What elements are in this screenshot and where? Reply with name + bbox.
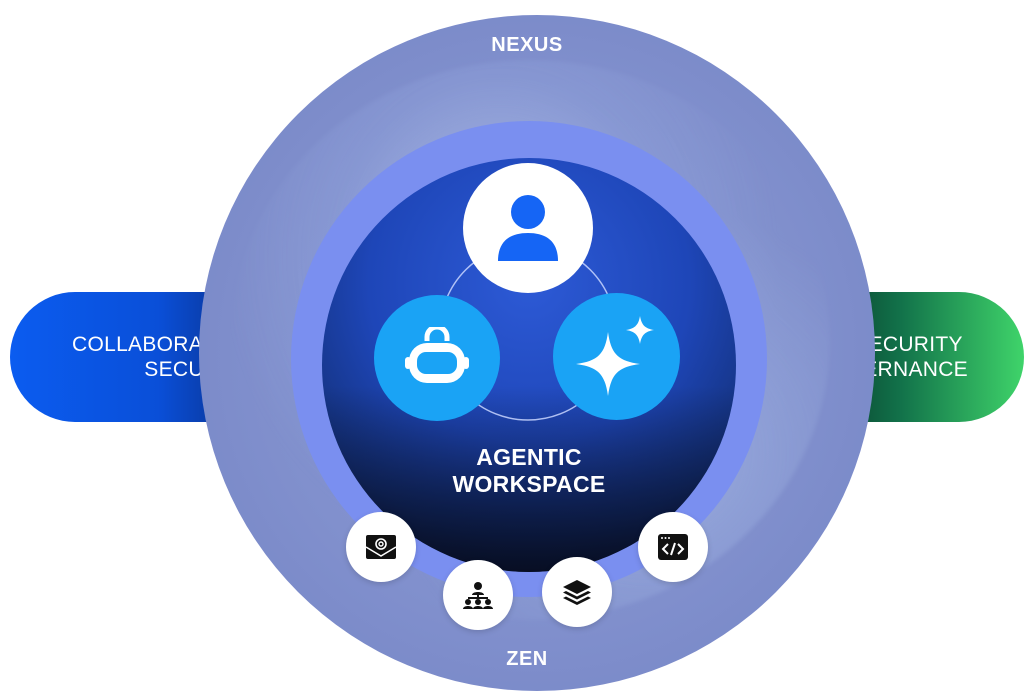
user-icon	[498, 195, 558, 261]
ai-node	[553, 293, 680, 420]
email-node	[346, 512, 416, 582]
layers-node	[542, 557, 612, 627]
code-icon	[658, 534, 688, 560]
org-chart-icon	[463, 582, 493, 609]
robot-icon	[405, 327, 469, 383]
agent-node	[374, 295, 500, 421]
zen-label: ZEN	[506, 648, 548, 670]
layers-icon	[563, 580, 591, 605]
sparkle-icon	[575, 315, 654, 396]
nexus-label: NEXUS	[491, 34, 563, 56]
agentic-workspace-label: AGENTIC WORKSPACE	[429, 444, 629, 498]
center-label-line1: AGENTIC	[476, 444, 582, 470]
code-node	[638, 512, 708, 582]
center-label-line2: WORKSPACE	[452, 471, 606, 497]
user-node	[463, 163, 593, 293]
org-node	[443, 560, 513, 630]
email-icon	[365, 535, 397, 559]
